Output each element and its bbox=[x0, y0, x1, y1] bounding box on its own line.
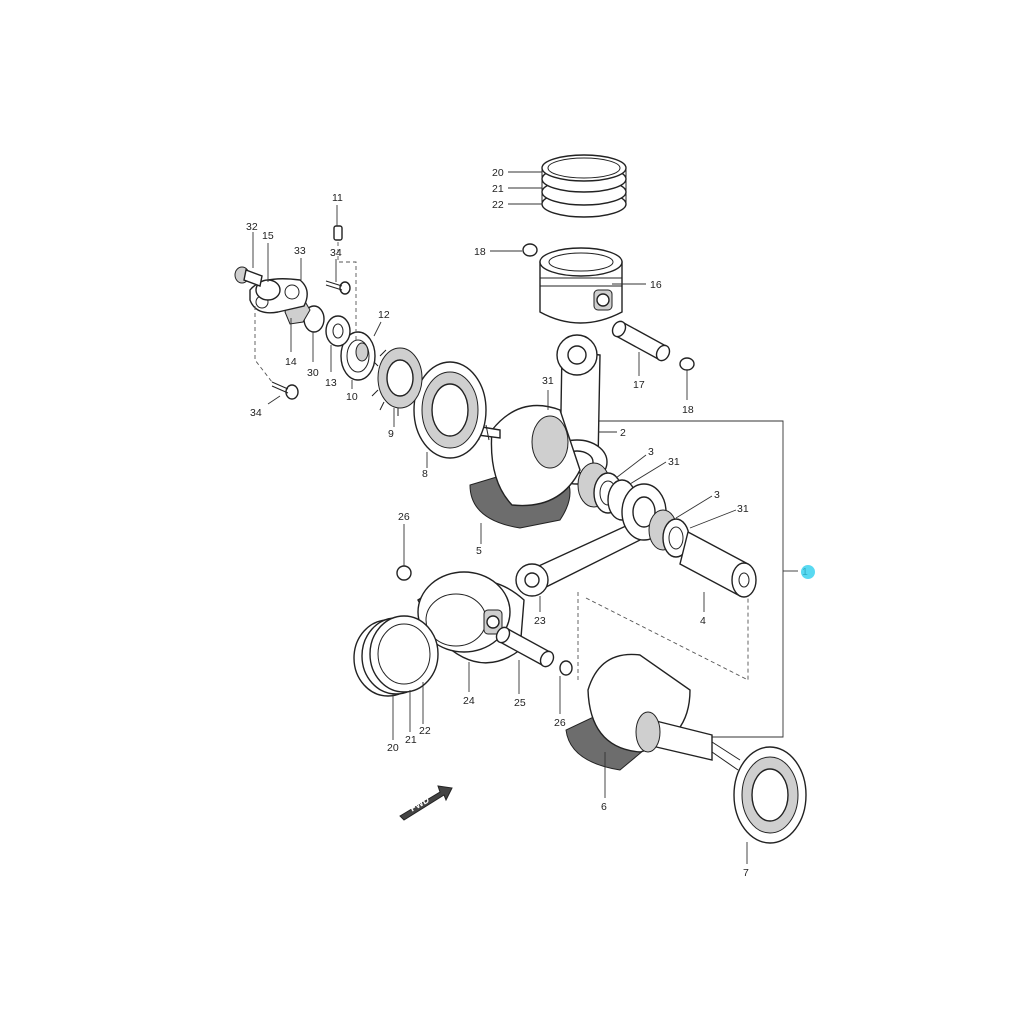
callout-31-upper: 31 bbox=[542, 375, 554, 387]
circlip-upper-left bbox=[522, 243, 538, 257]
callout-16: 16 bbox=[650, 279, 662, 291]
circlip-upper-right bbox=[679, 357, 695, 371]
drive-gear bbox=[371, 347, 423, 416]
callout-18-right: 18 bbox=[682, 404, 694, 416]
callout-21-top: 21 bbox=[492, 183, 504, 195]
piston-upper bbox=[539, 247, 623, 324]
callout-34-lower: 34 bbox=[250, 407, 262, 419]
callout-5: 5 bbox=[476, 545, 482, 557]
callout-34-upper: 34 bbox=[330, 247, 342, 259]
circlip-lower-right bbox=[559, 660, 573, 676]
screw-34-upper bbox=[325, 280, 351, 295]
callout-21-lower: 21 bbox=[405, 734, 417, 746]
callout-17: 17 bbox=[633, 379, 645, 391]
callout-20-top: 20 bbox=[492, 167, 504, 179]
washer-13 bbox=[325, 315, 351, 347]
circlip-lower-left bbox=[396, 565, 412, 581]
timing-gear bbox=[340, 331, 376, 381]
assembly-bracket bbox=[598, 420, 798, 738]
callout-25: 25 bbox=[514, 697, 526, 709]
screw-34-lower bbox=[271, 381, 299, 400]
callout-12: 12 bbox=[378, 309, 390, 321]
crank-pin bbox=[679, 530, 757, 598]
callout-10: 10 bbox=[346, 391, 358, 403]
callout-4: 4 bbox=[700, 615, 706, 627]
bolt-32 bbox=[234, 266, 263, 287]
callout-8: 8 bbox=[422, 468, 428, 480]
dowel-pin-11 bbox=[333, 225, 343, 241]
callout-26-lower: 26 bbox=[554, 717, 566, 729]
callout-9: 9 bbox=[388, 428, 394, 440]
piston-lower bbox=[417, 571, 525, 664]
callout-23: 23 bbox=[534, 615, 546, 627]
piston-pin-lower bbox=[495, 626, 555, 668]
callout-31-lower: 31 bbox=[737, 503, 749, 515]
callout-15: 15 bbox=[262, 230, 274, 242]
highlight-marker bbox=[801, 565, 815, 579]
callout-14: 14 bbox=[285, 356, 297, 368]
fwd-arrow: FWD bbox=[399, 785, 453, 821]
retaining-plate bbox=[249, 278, 308, 314]
leader-lines bbox=[252, 171, 748, 864]
callout-18-top: 18 bbox=[474, 246, 486, 258]
piston-rings-lower bbox=[353, 615, 439, 697]
crank-bearings-right bbox=[648, 509, 690, 558]
callout-13: 13 bbox=[325, 377, 337, 389]
callout-22-top: 22 bbox=[492, 199, 504, 211]
callout-30: 30 bbox=[307, 367, 319, 379]
callout-31-middle: 31 bbox=[668, 456, 680, 468]
callout-7: 7 bbox=[743, 867, 749, 879]
callout-20-lower: 20 bbox=[387, 742, 399, 754]
callout-22-lower: 22 bbox=[419, 725, 431, 737]
crankshaft-right bbox=[565, 653, 741, 771]
callout-3-lower: 3 bbox=[714, 489, 720, 501]
callout-3-upper: 3 bbox=[648, 446, 654, 458]
callout-24: 24 bbox=[463, 695, 475, 707]
piston-rings-top bbox=[541, 154, 627, 218]
ball-bearing-right bbox=[733, 746, 807, 844]
callout-32: 32 bbox=[246, 221, 258, 233]
callout-2: 2 bbox=[620, 427, 626, 439]
callout-33: 33 bbox=[294, 245, 306, 257]
callout-26-upper: 26 bbox=[398, 511, 410, 523]
connecting-rod-lower bbox=[515, 483, 667, 597]
callout-11: 11 bbox=[332, 192, 343, 204]
ball-bearing-left bbox=[413, 361, 487, 459]
callout-6: 6 bbox=[601, 801, 607, 813]
callout-labels: 20 21 22 18 16 17 18 11 32 15 33 34 12 1… bbox=[246, 167, 808, 879]
piston-pin-upper bbox=[611, 320, 671, 362]
